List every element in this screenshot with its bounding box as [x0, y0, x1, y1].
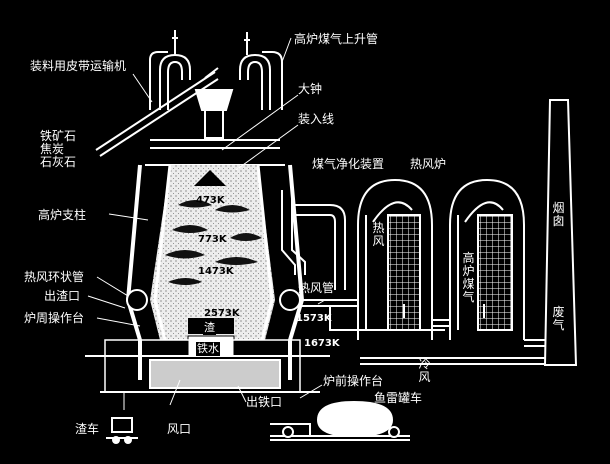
- label-molten-iron: 铁水: [196, 342, 220, 356]
- label-working-platform: 炉周操作台: [24, 311, 85, 325]
- temp-1473k: 1473K: [198, 266, 234, 277]
- label-hot-stove: 热风炉: [410, 157, 447, 171]
- torpedo-car: [270, 400, 410, 441]
- foundation: [85, 339, 330, 393]
- hot-blast-main: [300, 299, 560, 365]
- stove-arrows: [372, 201, 504, 318]
- label-charge-materials: 铁矿石 焦炭 石灰石: [40, 129, 77, 169]
- temp-473k: 473K: [196, 195, 225, 206]
- hot-stove-2: [449, 178, 525, 340]
- label-skip-conveyor: 装料用皮带运输机: [30, 59, 127, 73]
- leader-lines: [87, 37, 326, 410]
- cohesive-layers: [165, 200, 262, 285]
- label-tuyere: 风口: [167, 422, 192, 436]
- slag-car: [106, 417, 138, 444]
- label-charge-line: 装入线: [298, 112, 335, 126]
- label-hot-air: 热风: [372, 221, 385, 248]
- label-gas-uptake: 高炉煤气上升管: [294, 32, 379, 46]
- temp-773k: 773K: [198, 234, 227, 245]
- label-slag-notch: 出渣口: [44, 289, 81, 303]
- skip-conveyor: [95, 67, 219, 157]
- bustle-ring: [126, 289, 301, 311]
- label-slag: 渣: [203, 321, 216, 335]
- label-cast-house: 炉前操作台: [323, 374, 384, 388]
- label-bustle-pipe: 热风环状管: [24, 270, 85, 284]
- hot-stove-1: [357, 178, 433, 340]
- gas-cleaning-pipe: [281, 190, 346, 290]
- label-slag-car: 渣车: [75, 422, 100, 436]
- label-cold-air: 冷风: [418, 357, 431, 384]
- label-waste-gas: 废气: [552, 305, 565, 332]
- temp-1573k: 1573K: [296, 313, 332, 324]
- furnace-top: [145, 89, 285, 166]
- label-hot-blast-main: 热风管: [298, 281, 335, 295]
- chimney: [543, 99, 578, 366]
- label-torpedo-car: 鱼雷罐车: [374, 391, 423, 405]
- label-support-column: 高炉支柱: [38, 208, 87, 222]
- label-bf-gas: 高炉煤气: [462, 251, 475, 304]
- label-gas-cleaning: 煤气净化装置: [312, 157, 385, 171]
- temp-1673k: 1673K: [304, 338, 340, 349]
- temp-2573k: 2573K: [204, 308, 240, 319]
- label-tap-hole: 出铁口: [246, 395, 283, 409]
- label-chimney: 烟囱: [552, 201, 565, 228]
- label-bell: 大钟: [298, 82, 323, 96]
